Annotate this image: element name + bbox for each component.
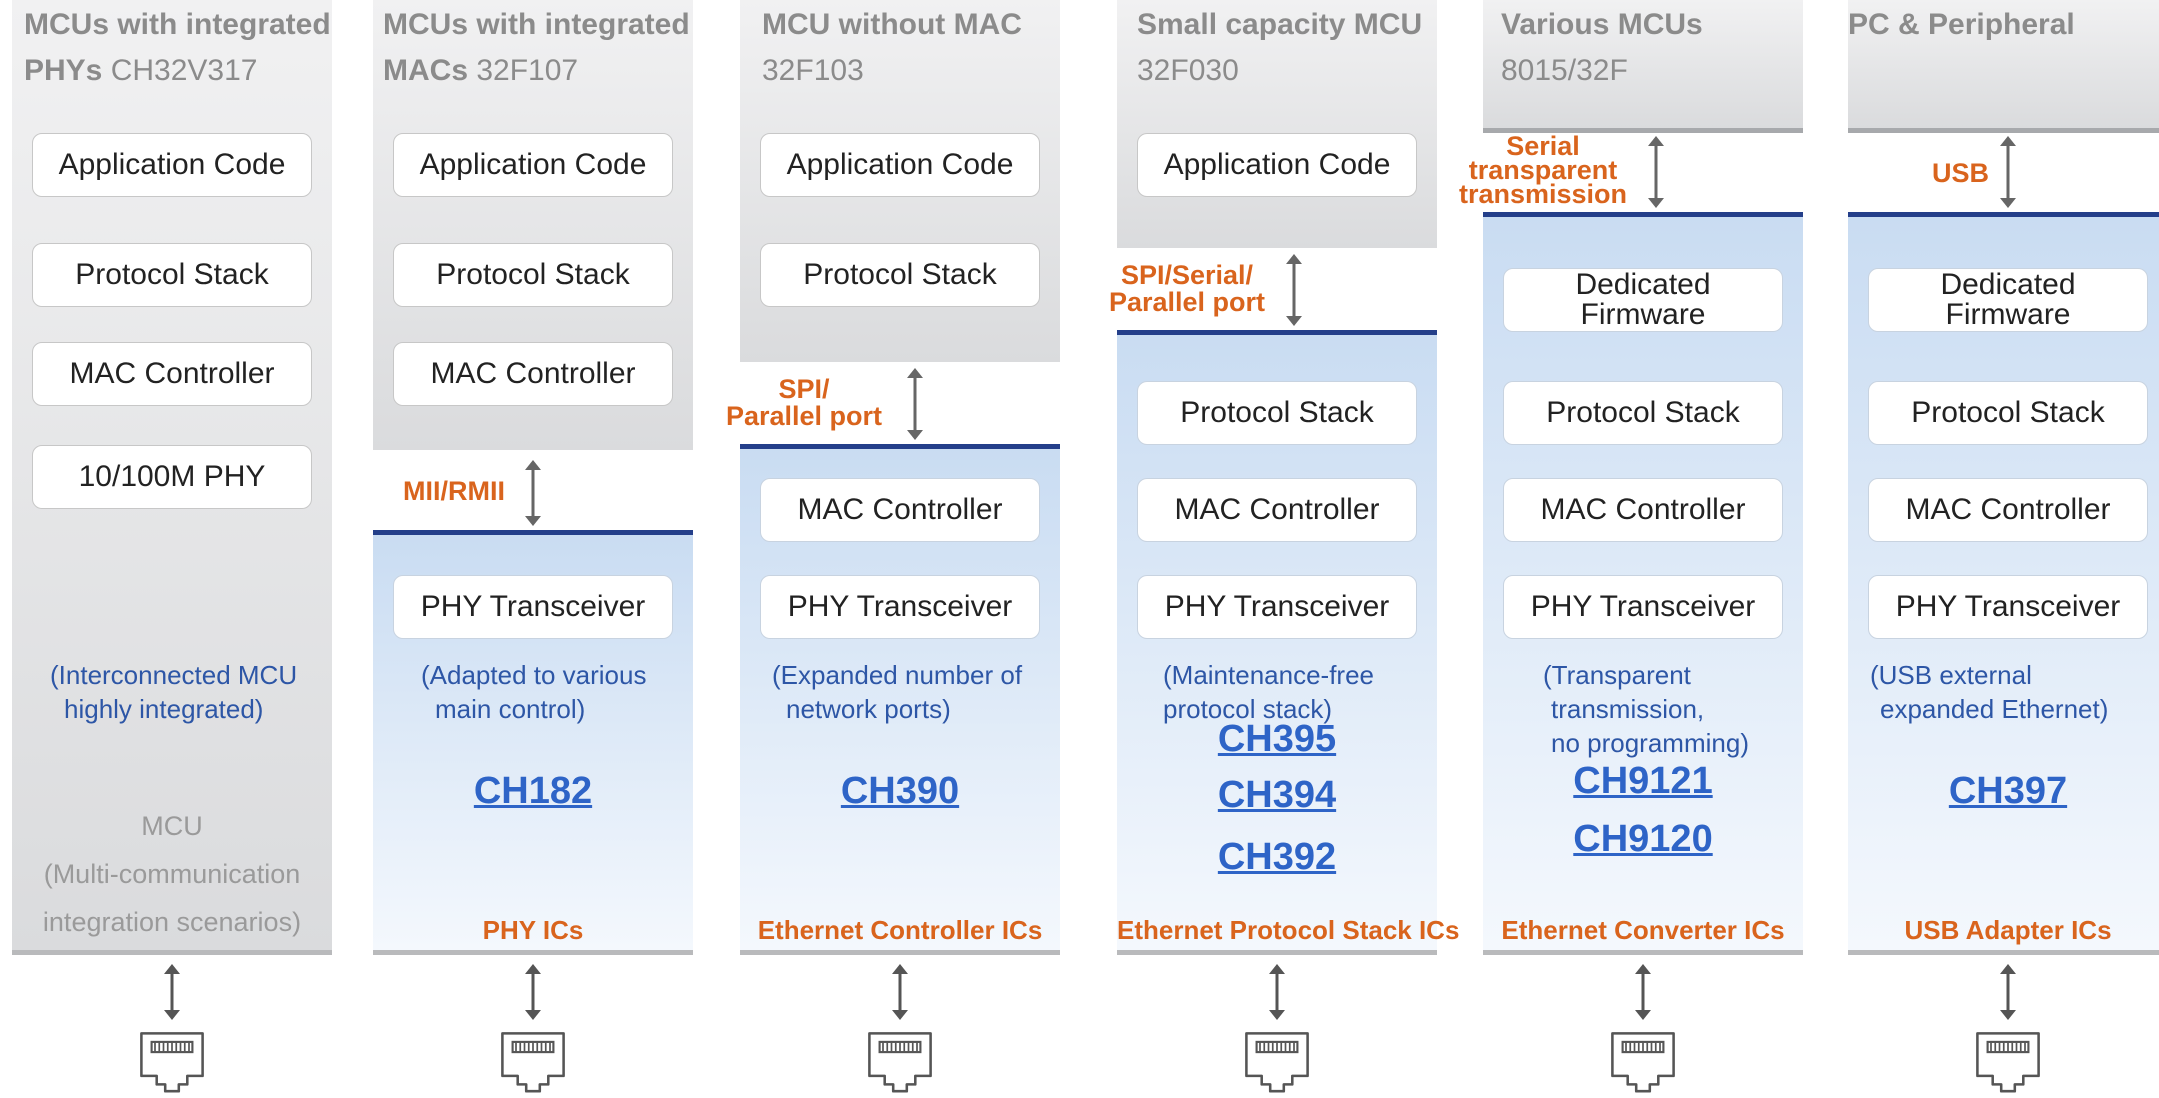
column-header: Various MCUs 8015/32F <box>1501 8 1703 87</box>
panel-divider-line <box>1483 128 1803 133</box>
protocol-stack-block: Protocol Stack <box>32 243 312 307</box>
header-model: 32F107 <box>468 54 579 87</box>
divider-line <box>1483 212 1803 217</box>
chip-link-ch394[interactable]: CH394 <box>1217 774 1337 816</box>
double-arrow-icon <box>525 460 541 526</box>
mcu-panel <box>1483 0 1803 128</box>
divider-line <box>1117 330 1437 335</box>
column-ethernet-protocol-stack: Small capacity MCU 32F030 Application Co… <box>1109 0 1460 1098</box>
column-header: PC & Peripheral <box>1848 8 2075 41</box>
chip-link-ch182[interactable]: CH182 <box>473 770 593 812</box>
header-line-1: MCUs with integrated <box>24 8 331 41</box>
divider-line <box>1848 212 2159 217</box>
column-ethernet-converter: Various MCUs 8015/32F Serial transparent… <box>1459 0 1803 1098</box>
column-note: (Transparent transmission, no programmin… <box>1543 660 1749 758</box>
category-label: Ethernet Controller ICs <box>757 915 1043 945</box>
interface-label: Serial transparent transmission <box>1458 131 1628 209</box>
application-code-block: Application Code <box>1137 133 1417 197</box>
double-arrow-icon <box>164 964 180 1020</box>
category-label: PHY ICs <box>482 915 584 945</box>
mac-controller-block: MAC Controller <box>393 342 673 406</box>
ethernet-port-icon <box>140 1032 204 1093</box>
column-usb-adapter: PC & Peripheral USB Dedicated Firmware P… <box>1848 0 2159 1098</box>
mac-controller-block: MAC Controller <box>1137 478 1417 542</box>
double-arrow-icon <box>525 964 541 1020</box>
dedicated-firmware-block: Dedicated Firmware <box>1868 268 2148 332</box>
divider-line <box>373 530 693 535</box>
phy-transceiver-block: PHY Transceiver <box>1868 575 2148 639</box>
mcu-panel <box>1117 0 1437 248</box>
chip-link-ch397[interactable]: CH397 <box>1948 770 2068 812</box>
chip-link-ch395[interactable]: CH395 <box>1217 718 1337 760</box>
application-code-block: Application Code <box>32 133 312 197</box>
double-arrow-icon <box>1635 964 1651 1020</box>
column-ethernet-controller: MCU without MAC 32F103 Application Code … <box>726 0 1060 1098</box>
phy-block: 10/100M PHY <box>32 445 312 509</box>
phy-transceiver-block: PHY Transceiver <box>1137 575 1417 639</box>
protocol-stack-block: Protocol Stack <box>393 243 673 307</box>
application-code-block: Application Code <box>760 133 1040 197</box>
divider-line <box>740 444 1060 449</box>
category-label: Ethernet Converter ICs <box>1501 915 1785 945</box>
phy-transceiver-block: PHY Transceiver <box>1503 575 1783 639</box>
column-header: MCU without MAC 32F103 <box>762 8 1022 87</box>
protocol-stack-block: Protocol Stack <box>1137 381 1417 445</box>
panel-base-line <box>1483 950 1803 955</box>
panel-base-line <box>12 950 332 955</box>
double-arrow-icon <box>2000 136 2016 208</box>
protocol-stack-block: Protocol Stack <box>1868 381 2148 445</box>
chip-link-ch392[interactable]: CH392 <box>1217 836 1337 878</box>
double-arrow-icon <box>2000 964 2016 1020</box>
interface-label: USB <box>1932 158 1990 188</box>
column-note: (Expanded number of network ports) <box>772 660 1023 724</box>
double-arrow-icon <box>1286 254 1302 326</box>
phy-transceiver-block: PHY Transceiver <box>393 575 673 639</box>
protocol-stack-block: Protocol Stack <box>760 243 1040 307</box>
double-arrow-icon <box>892 964 908 1020</box>
interface-label: SPI/Serial/ Parallel port <box>1108 260 1266 317</box>
column-note: (USB external expanded Ethernet) <box>1870 660 2109 724</box>
header-bold: PHYs <box>24 54 103 87</box>
chip-link-ch390[interactable]: CH390 <box>840 770 960 812</box>
header-bold: MACs <box>383 54 469 87</box>
double-arrow-icon <box>1269 964 1285 1020</box>
mcu-scenario-note: MCU (Multi-communication integration sce… <box>42 811 302 937</box>
panel-base-line <box>1848 950 2159 955</box>
phy-transceiver-block: PHY Transceiver <box>760 575 1040 639</box>
ethernet-port-icon <box>868 1032 932 1093</box>
panel-base-line <box>1117 950 1437 955</box>
chip-link-ch9120[interactable]: CH9120 <box>1573 818 1713 860</box>
column-note: (Maintenance-free protocol stack) <box>1163 660 1374 724</box>
column-header: MCUs with integrated MACs 32F107 <box>383 8 690 87</box>
column-integrated-phy: MCUs with integrated PHYs CH32V317 Appli… <box>12 0 332 1098</box>
mac-controller-block: MAC Controller <box>32 342 312 406</box>
category-label: USB Adapter ICs <box>1904 915 2112 945</box>
category-label: Ethernet Protocol Stack ICs <box>1117 915 1460 945</box>
column-header: Small capacity MCU 32F030 <box>1137 8 1423 87</box>
header-model: CH32V317 <box>102 54 258 87</box>
ethernet-port-icon <box>1245 1032 1309 1093</box>
mac-controller-block: MAC Controller <box>1868 478 2148 542</box>
column-note: (Interconnected MCU highly integrated) <box>50 660 298 724</box>
column-note: (Adapted to various main control) <box>421 660 647 724</box>
dedicated-firmware-block: Dedicated Firmware <box>1503 268 1783 332</box>
double-arrow-icon <box>907 368 923 440</box>
mcu-panel <box>1848 0 2159 128</box>
double-arrow-icon <box>1648 136 1664 208</box>
interface-label: SPI/ Parallel port <box>725 374 883 431</box>
protocol-stack-block: Protocol Stack <box>1503 381 1783 445</box>
chip-link-ch9121[interactable]: CH9121 <box>1573 760 1713 802</box>
panel-base-line <box>740 950 1060 955</box>
column-phy-ics: MCUs with integrated MACs 32F107 Applica… <box>373 0 693 1098</box>
mac-controller-block: MAC Controller <box>1503 478 1783 542</box>
interface-label: MII/RMII <box>403 476 505 506</box>
panel-divider-line <box>1848 128 2159 133</box>
panel-base-line <box>373 950 693 955</box>
application-code-block: Application Code <box>393 133 673 197</box>
ethernet-port-icon <box>1611 1032 1675 1093</box>
mac-controller-block: MAC Controller <box>760 478 1040 542</box>
ethernet-port-icon <box>501 1032 565 1093</box>
ethernet-port-icon <box>1976 1032 2040 1093</box>
column-header: MCUs with integrated PHYs CH32V317 <box>24 2 344 94</box>
